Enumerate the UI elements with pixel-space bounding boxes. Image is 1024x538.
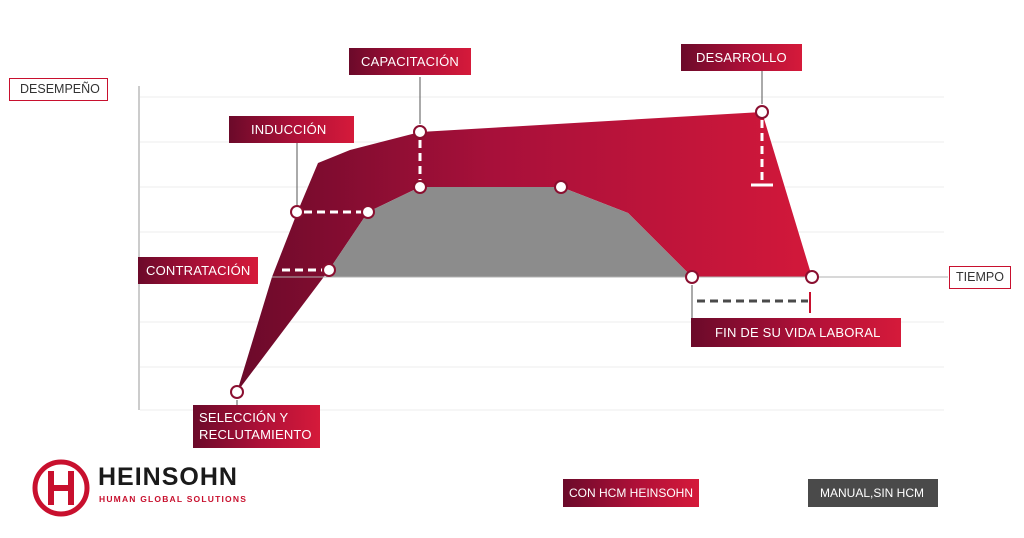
brand-name: HEINSOHN (98, 463, 238, 491)
label-desarrollo: DESARROLLO (681, 44, 802, 71)
label-seleccion: SELECCIÓN Y RECLUTAMIENTO (193, 405, 320, 448)
marker-capacitacion-sin (413, 180, 427, 194)
legend-con-hcm: CON HCM HEINSOHN (563, 479, 700, 507)
label-induccion: INDUCCIÓN (229, 116, 355, 143)
marker-desarrollo (755, 105, 769, 119)
markers (230, 105, 819, 399)
brand-tagline: HUMAN GLOBAL SOLUTIONS (99, 494, 248, 504)
marker-capacitacion-con (413, 125, 427, 139)
y-axis-label: DESEMPEÑO (9, 78, 108, 101)
heinsohn-logo-icon (32, 459, 90, 517)
label-seleccion-line2: RECLUTAMIENTO (199, 427, 312, 442)
label-fin-vida-laboral: FIN DE SU VIDA LABORAL (691, 318, 901, 347)
marker-seleccion (230, 385, 244, 399)
marker-induccion-sin (361, 205, 375, 219)
x-axis-label: TIEMPO (949, 266, 1011, 289)
label-capacitacion: CAPACITACIÓN (349, 48, 471, 75)
marker-plateau-sin (554, 180, 568, 194)
marker-induccion-con (290, 205, 304, 219)
area-sin-hcm (326, 187, 692, 277)
marker-fin-con (805, 270, 819, 284)
label-seleccion-line1: SELECCIÓN Y (199, 410, 289, 425)
area-con-hcm (237, 112, 812, 392)
marker-fin-sin (685, 270, 699, 284)
legend-sin-hcm: MANUAL,SIN HCM (808, 479, 939, 507)
marker-contratacion (322, 263, 336, 277)
label-contratacion: CONTRATACIÓN (138, 257, 259, 284)
dashed-connectors (282, 120, 764, 272)
